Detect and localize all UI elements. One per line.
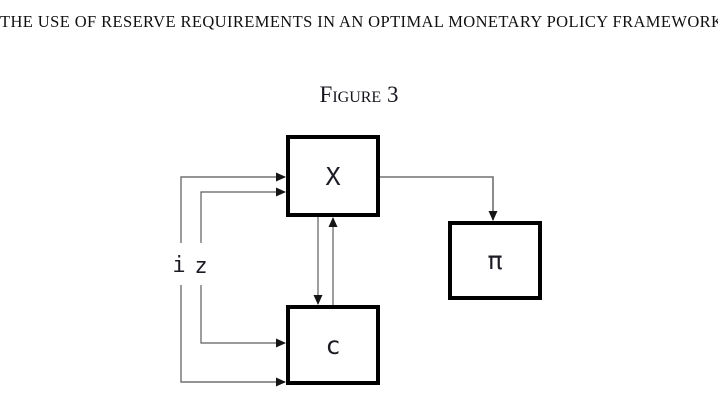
label-interest-rate-i: i <box>172 253 186 278</box>
paper-title: THE USE OF RESERVE REQUIREMENTS IN AN OP… <box>0 12 718 31</box>
edge-z-to-x <box>200 187 286 243</box>
node-output-gap: X <box>286 135 380 217</box>
node-x-label: X <box>325 161 341 191</box>
edge-i-to-x <box>180 172 286 243</box>
node-inflation: π <box>448 221 542 300</box>
edge-z-to-c <box>200 285 286 348</box>
node-consumption: c <box>286 305 380 385</box>
figure-caption: Figure 3 <box>319 82 399 107</box>
edge-i-to-c <box>180 285 286 387</box>
node-c-label: c <box>325 330 341 360</box>
edge-x-to-pi <box>380 176 498 221</box>
node-pi-label: π <box>487 246 503 275</box>
label-reserve-z: z <box>194 254 208 279</box>
